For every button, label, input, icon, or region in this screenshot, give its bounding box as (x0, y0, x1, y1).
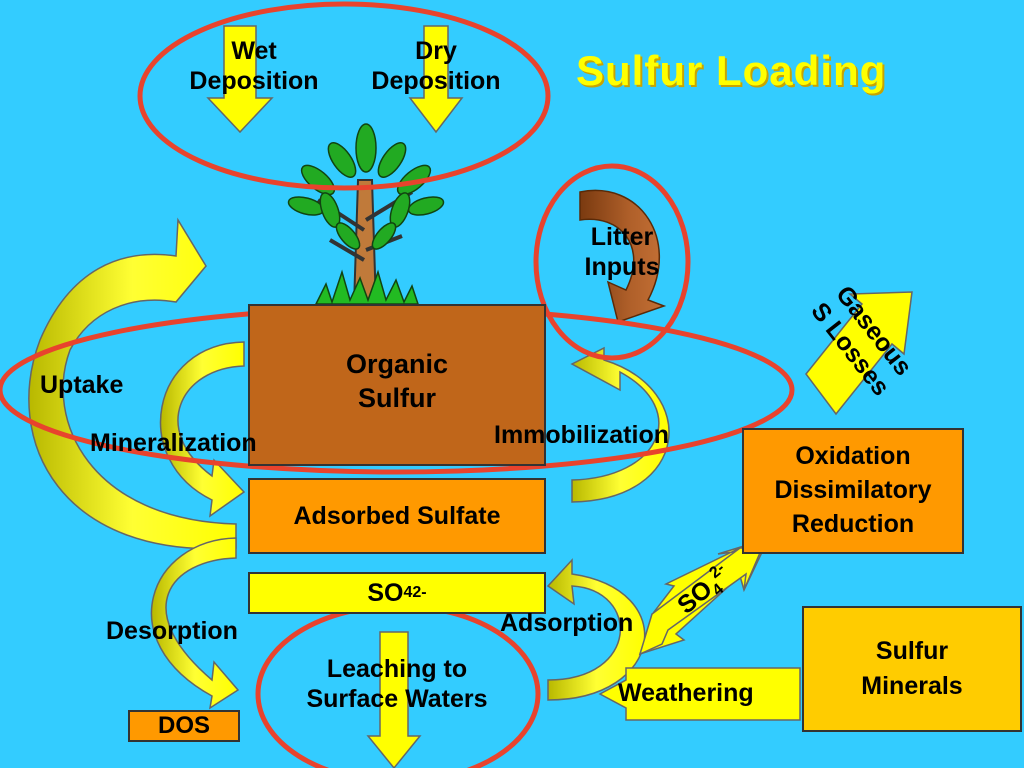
uptake-arrow (28, 217, 237, 550)
dry-deposition-line1: Dry (415, 37, 457, 65)
organic-sulfur-box: Organic Sulfur (248, 304, 546, 466)
oxidation-box: Oxidation Dissimilatory Reduction (742, 428, 964, 554)
so4-superscript: 2- (412, 584, 427, 601)
organic-sulfur-line2: Sulfur (358, 382, 436, 413)
adsorption-label: Adsorption (500, 609, 634, 637)
litter-inputs-line2: Inputs (584, 253, 660, 281)
so4-subscript: 4 (403, 584, 413, 601)
leaching-line2: Surface Waters (306, 685, 488, 713)
gaseous-losses-arrow (805, 291, 913, 416)
so4-diag-superscript: 2- (706, 559, 729, 582)
dry-deposition-arrow (408, 25, 464, 134)
adsorption-arrow (546, 558, 646, 701)
so4-base: SO (367, 578, 404, 607)
leaching-line1: Leaching to (326, 655, 468, 683)
desorption-label: Desorption (106, 617, 238, 645)
desorption-arrow (150, 537, 240, 710)
dos-box: DOS (128, 710, 240, 742)
sulfur-minerals-line2: Minerals (861, 672, 963, 700)
litter-ellipse (533, 163, 691, 361)
litter-inputs-arrow (579, 189, 667, 323)
weathering-arrow (598, 667, 801, 721)
litter-inputs-label: Litter Inputs (560, 222, 684, 282)
diagram-title: Sulfur Loading (576, 47, 887, 94)
dry-deposition-label: Dry Deposition (348, 36, 524, 96)
immobilization-label: Immobilization (494, 421, 669, 449)
tree-icon (287, 123, 445, 307)
wet-deposition-line2: Deposition (189, 67, 319, 95)
mineralization-label: Mineralization (90, 429, 257, 457)
litter-inputs-line1: Litter (590, 223, 654, 251)
dry-deposition-line2: Deposition (371, 67, 501, 95)
wet-deposition-line1: Wet (231, 37, 277, 65)
sulfur-minerals-line1: Sulfur (875, 637, 949, 665)
organic-sulfur-line1: Organic (345, 349, 449, 379)
uptake-label: Uptake (40, 371, 124, 399)
wet-deposition-arrow (206, 25, 274, 134)
oxidation-line2: Dissimilatory (774, 476, 932, 505)
sulfur-minerals-box: Sulfur Minerals (802, 606, 1022, 732)
mineralization-arrow (159, 341, 246, 518)
oxidation-line1: Oxidation (795, 442, 911, 471)
leaching-arrow (366, 631, 422, 768)
oxidation-line3: Reduction (791, 509, 915, 538)
leaching-label: Leaching to Surface Waters (262, 654, 532, 714)
weathering-label: Weathering (618, 679, 754, 707)
deposition-ellipse (137, 1, 551, 191)
wet-deposition-label: Wet Deposition (166, 36, 342, 96)
adsorbed-sulfate-box: Adsorbed Sulfate (248, 478, 546, 554)
